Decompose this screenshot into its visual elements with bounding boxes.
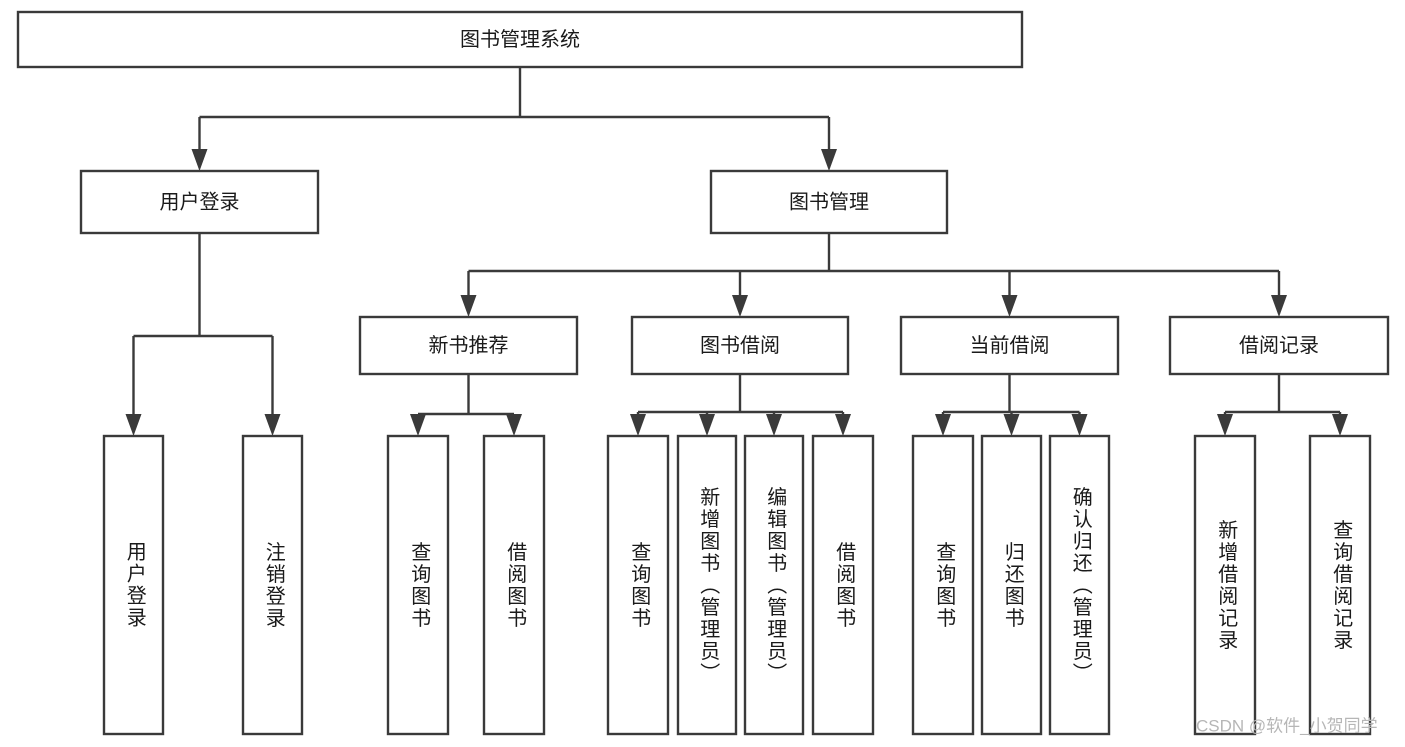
edge-group-current-borrow [935, 374, 1088, 436]
arrowhead-new-book-rec [460, 295, 477, 317]
node-label-leaf-add-book: 新增图书（管理员） [697, 486, 720, 684]
node-box-leaf-user-logout[interactable] [241, 434, 304, 736]
node-label-leaf-add-record: 新增借阅记录 [1215, 519, 1238, 651]
edge-group-root [191, 67, 837, 171]
node-leaf-query-book-3[interactable]: 查询图书 [911, 434, 975, 736]
node-box-book-manage[interactable] [709, 169, 949, 235]
arrowhead-leaf-edit-book [766, 414, 782, 436]
node-box-leaf-return-book[interactable] [980, 434, 1043, 736]
node-label-leaf-user-logout: 注销登录 [262, 541, 285, 629]
nodes-layer: 图书管理系统用户登录图书管理新书推荐图书借阅当前借阅借阅记录用户登录注销登录查询… [16, 10, 1390, 736]
node-label-leaf-query-book-2: 查询图书 [628, 541, 651, 629]
arrowhead-book-borrow [732, 295, 748, 317]
node-label-leaf-query-book-3: 查询图书 [933, 541, 956, 629]
node-book-manage[interactable]: 图书管理 [709, 169, 949, 235]
node-leaf-query-book-1[interactable]: 查询图书 [386, 434, 450, 736]
arrowhead-borrow-record [1271, 295, 1287, 317]
node-leaf-edit-book[interactable]: 编辑图书（管理员） [743, 434, 805, 736]
node-leaf-query-book-2[interactable]: 查询图书 [606, 434, 670, 736]
node-label-borrow-record: 借阅记录 [1239, 334, 1319, 357]
node-leaf-user-login[interactable]: 用户登录 [102, 434, 165, 736]
node-label-leaf-user-login: 用户登录 [123, 541, 146, 629]
edge-group-book-manage [460, 233, 1287, 317]
node-book-borrow[interactable]: 图书借阅 [630, 315, 850, 376]
arrowhead-leaf-add-record [1217, 414, 1233, 436]
node-box-leaf-confirm-return[interactable] [1048, 434, 1111, 736]
node-leaf-query-record[interactable]: 查询借阅记录 [1308, 434, 1372, 736]
node-leaf-return-book[interactable]: 归还图书 [980, 434, 1043, 736]
node-leaf-confirm-return[interactable]: 确认归还（管理员） [1048, 434, 1111, 736]
node-borrow-record[interactable]: 借阅记录 [1168, 315, 1390, 376]
arrowhead-leaf-add-book [699, 414, 715, 436]
node-box-leaf-add-book[interactable] [676, 434, 738, 736]
node-label-leaf-borrow-book-2: 借阅图书 [833, 541, 856, 629]
node-box-leaf-user-login[interactable] [102, 434, 165, 736]
arrowhead-book-manage [821, 149, 837, 171]
edge-group-borrow-record [1217, 374, 1348, 436]
edges-layer [125, 67, 1348, 436]
node-box-new-book-rec[interactable] [358, 315, 579, 376]
node-label-user-login: 用户登录 [160, 190, 240, 213]
arrowhead-leaf-confirm-return [1071, 414, 1088, 436]
node-box-leaf-query-record[interactable] [1308, 434, 1372, 736]
node-label-new-book-rec: 新书推荐 [429, 334, 509, 357]
node-current-borrow[interactable]: 当前借阅 [899, 315, 1120, 376]
node-label-leaf-query-book-1: 查询图书 [408, 541, 431, 629]
csdn-watermark: CSDN @软件_小贺同学 [1196, 716, 1378, 735]
node-box-leaf-borrow-book-1[interactable] [482, 434, 546, 736]
edge-group-user-login [125, 233, 281, 436]
node-leaf-add-record[interactable]: 新增借阅记录 [1193, 434, 1257, 736]
arrowhead-user-login [191, 149, 208, 171]
node-label-current-borrow: 当前借阅 [970, 334, 1050, 357]
edge-group-book-borrow [630, 374, 851, 436]
node-label-leaf-borrow-book-1: 借阅图书 [504, 541, 527, 629]
node-box-user-login[interactable] [79, 169, 320, 235]
edge-group-new-book-rec [410, 374, 522, 436]
node-box-leaf-add-record[interactable] [1193, 434, 1257, 736]
node-root[interactable]: 图书管理系统 [16, 10, 1024, 69]
node-label-root: 图书管理系统 [460, 28, 580, 51]
arrowhead-leaf-query-book-1 [410, 414, 426, 436]
node-label-leaf-confirm-return: 确认归还（管理员） [1069, 486, 1092, 684]
node-user-login[interactable]: 用户登录 [79, 169, 320, 235]
node-box-leaf-query-book-1[interactable] [386, 434, 450, 736]
node-leaf-borrow-book-2[interactable]: 借阅图书 [811, 434, 875, 736]
node-box-leaf-query-book-2[interactable] [606, 434, 670, 736]
node-box-current-borrow[interactable] [899, 315, 1120, 376]
arrowhead-leaf-borrow-book-1 [506, 414, 522, 436]
node-leaf-user-logout[interactable]: 注销登录 [241, 434, 304, 736]
arrowhead-leaf-borrow-book-2 [835, 414, 851, 436]
node-box-leaf-edit-book[interactable] [743, 434, 805, 736]
node-box-borrow-record[interactable] [1168, 315, 1390, 376]
node-label-book-manage: 图书管理 [789, 190, 869, 213]
arrowhead-leaf-user-logout [264, 414, 281, 436]
node-box-leaf-query-book-3[interactable] [911, 434, 975, 736]
node-leaf-borrow-book-1[interactable]: 借阅图书 [482, 434, 546, 736]
node-box-leaf-borrow-book-2[interactable] [811, 434, 875, 736]
node-new-book-rec[interactable]: 新书推荐 [358, 315, 579, 376]
node-label-leaf-query-record: 查询借阅记录 [1330, 519, 1353, 651]
arrowhead-leaf-query-record [1332, 414, 1348, 436]
arrowhead-leaf-user-login [125, 414, 142, 436]
node-label-book-borrow: 图书借阅 [700, 334, 780, 357]
node-label-leaf-edit-book: 编辑图书（管理员） [764, 486, 787, 684]
node-box-root[interactable] [16, 10, 1024, 69]
arrowhead-leaf-return-book [1003, 414, 1020, 436]
arrowhead-current-borrow [1001, 295, 1018, 317]
arrowhead-leaf-query-book-3 [935, 414, 951, 436]
arrowhead-leaf-query-book-2 [630, 414, 646, 436]
node-leaf-add-book[interactable]: 新增图书（管理员） [676, 434, 738, 736]
node-label-leaf-return-book: 归还图书 [1001, 541, 1024, 629]
node-box-book-borrow[interactable] [630, 315, 850, 376]
